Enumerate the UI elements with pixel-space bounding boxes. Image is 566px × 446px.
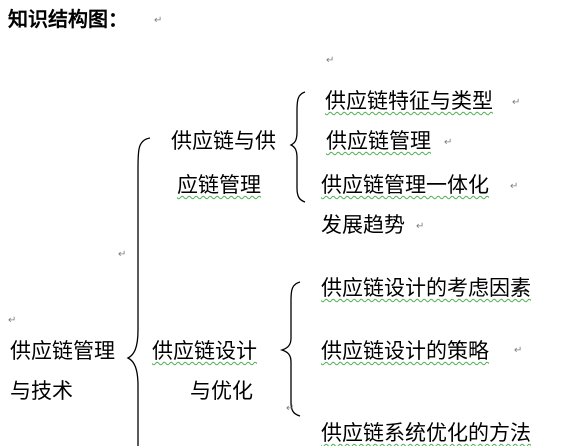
- return-mark-icon: ↵: [416, 221, 425, 232]
- branch2-item: 供应链系统优化的方法: [321, 421, 531, 445]
- branch1-item: 供应链管理: [326, 129, 431, 153]
- branch1-label-line2: 应链管理: [177, 173, 261, 197]
- branch2-label-line2: 与优化: [190, 379, 253, 403]
- root-brace: [126, 137, 151, 446]
- return-mark-icon: ↵: [326, 55, 335, 66]
- branch2-item: 供应链设计的策略: [321, 339, 489, 363]
- branch1-item: 供应链管理一体化: [321, 173, 489, 197]
- return-mark-icon: ↵: [444, 137, 453, 148]
- branch2-label-line1: 供应链设计: [152, 339, 257, 363]
- branch1-brace: [289, 91, 306, 203]
- return-mark-icon: ↵: [118, 249, 127, 260]
- branch1-label-line1: 供应链与供: [171, 129, 276, 153]
- return-mark-icon: ↵: [510, 181, 519, 192]
- branch1-item: 发展趋势: [321, 213, 405, 237]
- return-mark-icon: ↵: [154, 15, 163, 26]
- branch2-brace: [279, 281, 301, 417]
- branch1-item: 供应链特征与类型: [325, 89, 493, 113]
- root-label-line1: 供应链管理: [10, 339, 115, 363]
- return-mark-icon: ↵: [286, 403, 295, 414]
- return-mark-icon: ↵: [514, 345, 523, 356]
- return-mark-icon: ↵: [512, 97, 521, 108]
- return-mark-icon: ↵: [8, 315, 17, 326]
- page-title: 知识结构图：: [8, 7, 128, 31]
- branch2-item: 供应链设计的考虑因素: [321, 276, 531, 300]
- root-label-line2: 与技术: [10, 379, 73, 403]
